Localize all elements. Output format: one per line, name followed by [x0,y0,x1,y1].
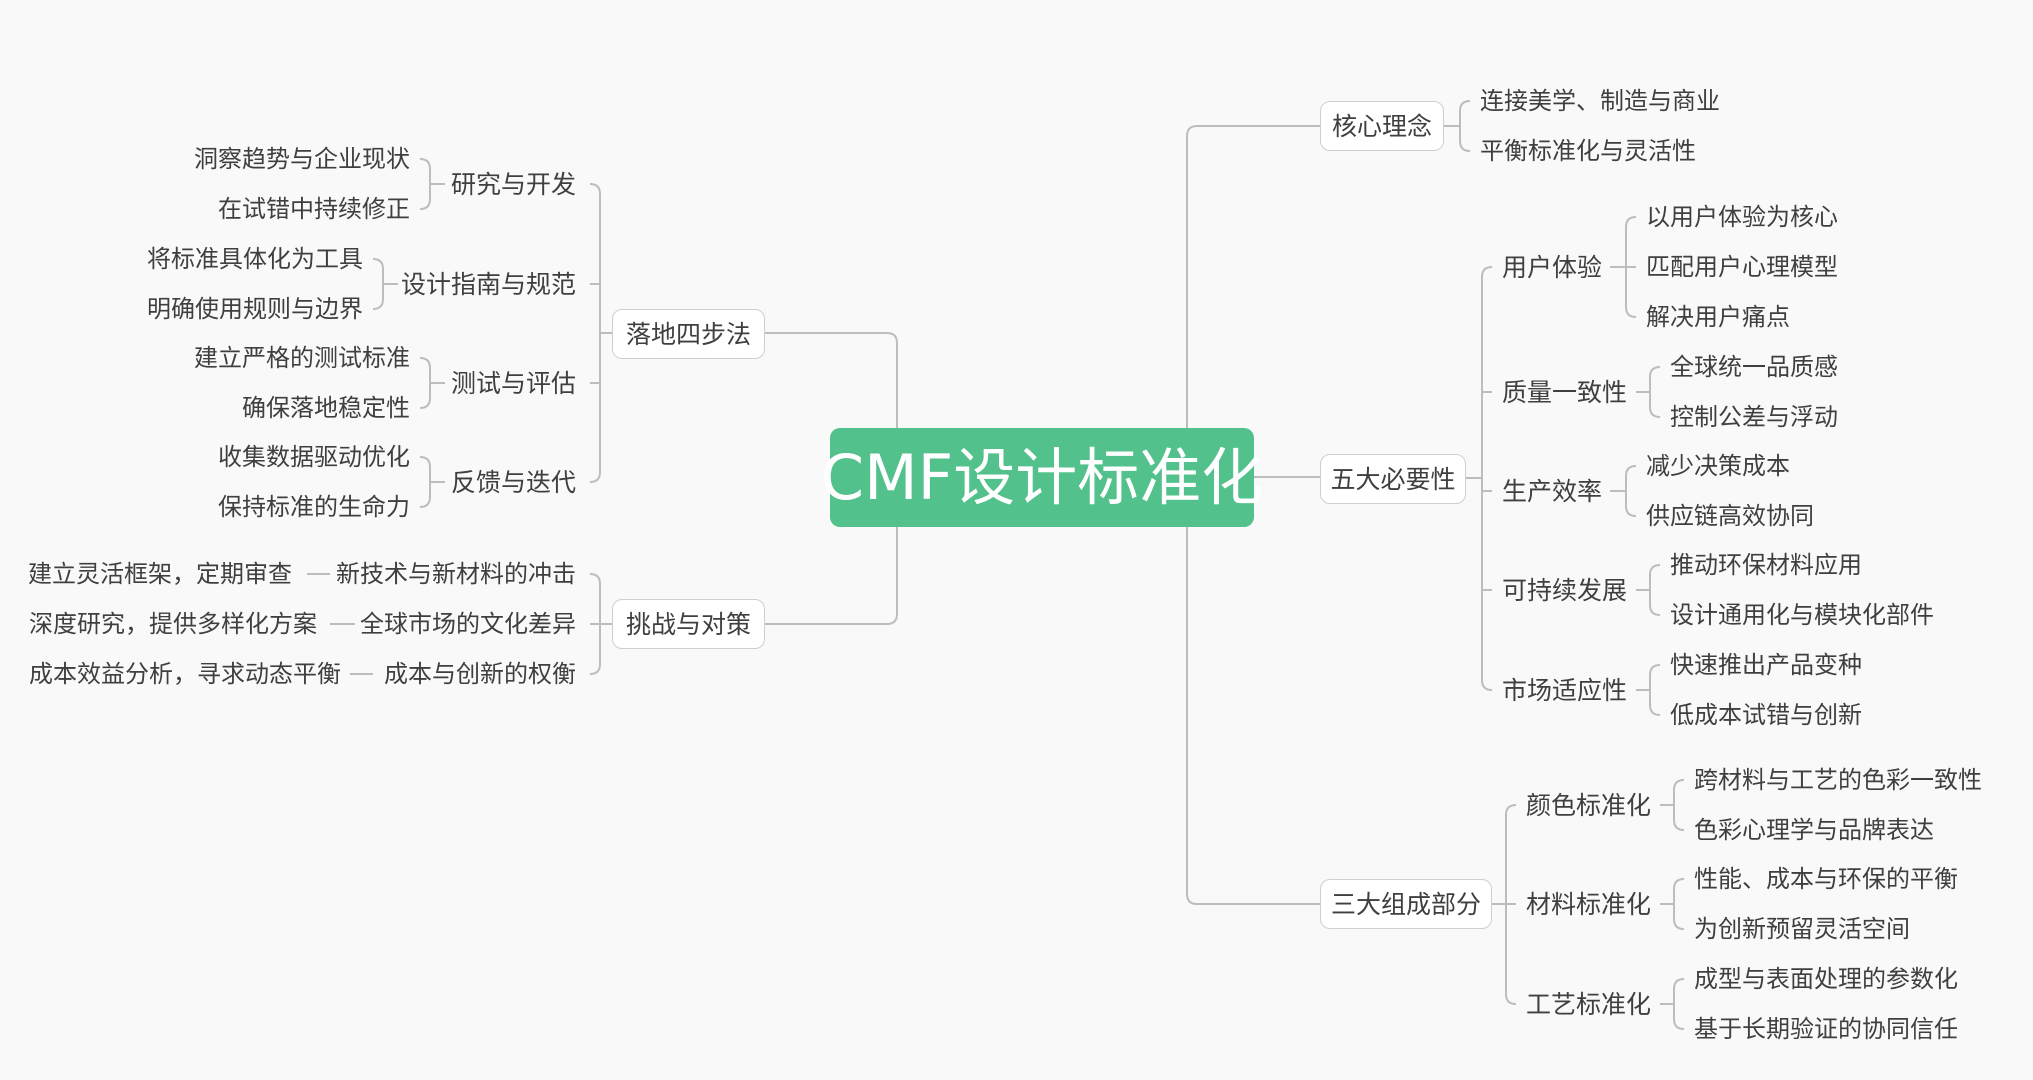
leaf-feedback-2[interactable]: 保持标准的生命力 [218,493,410,521]
node-color-standard[interactable]: 颜色标准化 [1526,791,1652,820]
node-quality-consistency[interactable]: 质量一致性 [1502,378,1628,407]
leaf-quality-1[interactable]: 全球统一品质感 [1670,353,1838,381]
leaf-core-1[interactable]: 连接美学、制造与商业 [1480,87,1720,115]
leaf-test-2[interactable]: 确保落地稳定性 [242,394,410,422]
node-material-standard[interactable]: 材料标准化 [1526,890,1652,919]
node-five-necessities[interactable]: 五大必要性 [1320,454,1466,504]
node-testing[interactable]: 测试与评估 [450,369,576,398]
node-three-components[interactable]: 三大组成部分 [1320,879,1492,929]
leaf-efficiency-1[interactable]: 减少决策成本 [1646,452,1790,480]
node-research-dev[interactable]: 研究与开发 [450,170,576,199]
leaf-ux-2[interactable]: 匹配用户心理模型 [1646,253,1838,281]
leaf-market-2[interactable]: 低成本试错与创新 [1670,701,1862,729]
node-design-guidelines[interactable]: 设计指南与规范 [400,270,576,299]
leaf-process-1[interactable]: 成型与表面处理的参数化 [1694,965,1958,993]
leaf-core-2[interactable]: 平衡标准化与灵活性 [1480,137,1696,165]
leaf-sustain-1[interactable]: 推动环保材料应用 [1670,551,1862,579]
response-3[interactable]: 成本效益分析，寻求动态平衡 [29,660,341,688]
leaf-material-1[interactable]: 性能、成本与环保的平衡 [1694,865,1958,893]
leaf-color-2[interactable]: 色彩心理学与品牌表达 [1694,816,1934,844]
response-2[interactable]: 深度研究，提供多样化方案 [29,610,317,638]
leaf-ux-1[interactable]: 以用户体验为核心 [1646,203,1838,231]
challenge-1[interactable]: 新技术与新材料的冲击 [336,560,576,588]
leaf-sustain-2[interactable]: 设计通用化与模块化部件 [1670,601,1934,629]
root-node[interactable]: CMF设计标准化 [821,428,1263,527]
node-sustainability[interactable]: 可持续发展 [1502,576,1628,605]
node-user-experience[interactable]: 用户体验 [1502,253,1603,282]
leaf-color-1[interactable]: 跨材料与工艺的色彩一致性 [1694,766,1982,794]
leaf-rd-1[interactable]: 洞察趋势与企业现状 [194,145,410,173]
leaf-process-2[interactable]: 基于长期验证的协同信任 [1694,1015,1958,1043]
node-challenges[interactable]: 挑战与对策 [612,599,765,649]
node-core-concept[interactable]: 核心理念 [1320,101,1444,151]
leaf-quality-2[interactable]: 控制公差与浮动 [1670,403,1838,431]
leaf-material-2[interactable]: 为创新预留灵活空间 [1694,915,1910,943]
response-1[interactable]: 建立灵活框架，定期审查 [28,560,292,588]
node-market-adaptability[interactable]: 市场适应性 [1502,676,1628,705]
leaf-ux-3[interactable]: 解决用户痛点 [1646,303,1790,331]
node-production-efficiency[interactable]: 生产效率 [1502,477,1603,506]
leaf-guide-1[interactable]: 将标准具体化为工具 [147,245,363,273]
leaf-feedback-1[interactable]: 收集数据驱动优化 [218,443,410,471]
node-four-steps[interactable]: 落地四步法 [612,309,765,359]
node-feedback[interactable]: 反馈与迭代 [450,468,576,497]
leaf-market-1[interactable]: 快速推出产品变种 [1670,651,1862,679]
leaf-rd-2[interactable]: 在试错中持续修正 [218,195,410,223]
leaf-efficiency-2[interactable]: 供应链高效协同 [1646,502,1814,530]
node-process-standard[interactable]: 工艺标准化 [1526,990,1652,1019]
challenge-3[interactable]: 成本与创新的权衡 [384,660,576,688]
leaf-test-1[interactable]: 建立严格的测试标准 [194,344,410,372]
leaf-guide-2[interactable]: 明确使用规则与边界 [147,295,363,323]
challenge-2[interactable]: 全球市场的文化差异 [360,610,576,638]
